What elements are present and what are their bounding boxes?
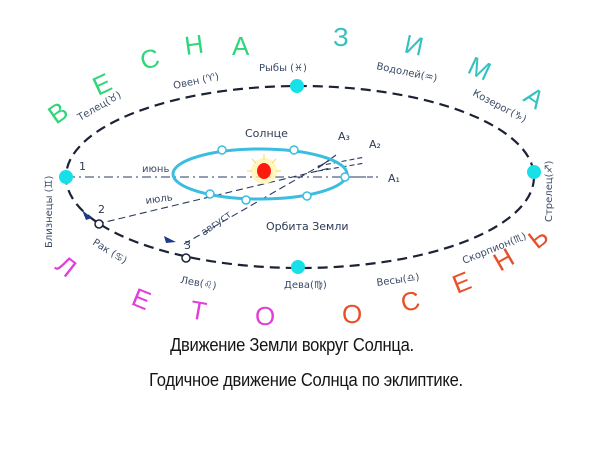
point-2 xyxy=(94,219,104,229)
marker-virgo xyxy=(291,260,305,274)
svg-text:А: А xyxy=(519,80,551,115)
zodiac-sagittarius: Стрелец(♐) xyxy=(544,160,555,222)
june-label: июнь xyxy=(142,164,169,175)
svg-text:Е: Е xyxy=(128,282,155,316)
zodiac-virgo: Дева(♍) xyxy=(284,280,327,291)
zodiac-cancer: Рак (♋) xyxy=(90,237,128,267)
svg-text:С: С xyxy=(398,285,423,318)
marker-pisces xyxy=(290,79,304,93)
direction-arrows xyxy=(82,210,176,243)
svg-text:Е: Е xyxy=(448,265,475,299)
svg-text:Т: Т xyxy=(188,294,209,326)
svg-text:С: С xyxy=(137,42,163,76)
season-summer: Л Е Т О xyxy=(50,249,275,331)
marker-sagittarius xyxy=(527,165,541,179)
august-label: август xyxy=(199,209,234,238)
point-2-label: 2 xyxy=(98,203,105,216)
zodiac-aries: Овен (♈) xyxy=(172,72,220,92)
svg-text:Н: Н xyxy=(183,29,206,61)
point-1-label: 1 xyxy=(79,160,86,173)
a1-label: A₁ xyxy=(388,172,400,185)
svg-text:И: И xyxy=(402,29,427,62)
zodiac-gemini: Близнецы (♊) xyxy=(44,175,55,248)
caption-subtitle: Годичное движение Солнца по эклиптике. xyxy=(149,370,463,390)
earth-orbit-label: Орбита Земли xyxy=(266,220,349,233)
point-3 xyxy=(181,253,191,263)
svg-text:Л: Л xyxy=(50,249,82,283)
marker-gemini xyxy=(59,170,73,184)
zodiac-pisces: Рыбы (♓) xyxy=(259,63,307,74)
zodiac-leo: Лев(♌) xyxy=(179,275,217,292)
sun-icon xyxy=(247,154,281,184)
a3-label: A₃ xyxy=(338,130,350,143)
zodiac-capricorn: Козерог(♑) xyxy=(471,88,528,126)
earth-positions xyxy=(205,145,350,205)
svg-text:М: М xyxy=(463,50,495,86)
svg-text:Ь: Ь xyxy=(522,221,554,255)
a2-label: A₂ xyxy=(369,138,381,151)
svg-text:О: О xyxy=(255,301,275,331)
svg-text:З: З xyxy=(333,22,349,52)
season-winter: З И М А xyxy=(333,22,551,115)
july-label: июль xyxy=(145,192,174,207)
point-3-label: 3 xyxy=(184,239,191,252)
svg-text:О: О xyxy=(342,299,362,329)
svg-text:А: А xyxy=(232,31,250,61)
svg-text:В: В xyxy=(42,95,73,130)
sight-lines xyxy=(66,154,378,245)
zodiac-aquarius: Водолей(♒) xyxy=(375,61,438,85)
caption-title: Движение Земли вокруг Солнца. xyxy=(170,335,414,355)
sun-label: Солнце xyxy=(245,127,288,140)
